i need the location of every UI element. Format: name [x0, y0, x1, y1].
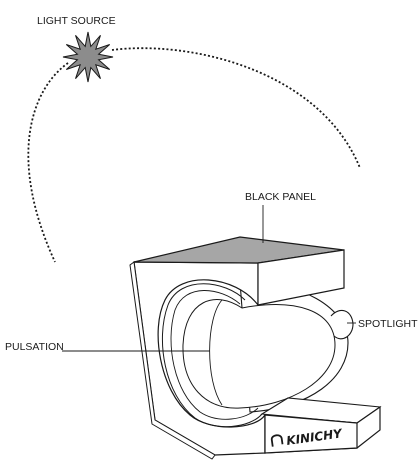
device-left-side — [129, 261, 216, 460]
light-path-arc — [27, 62, 69, 263]
black-panel-label: BLACK PANEL — [245, 191, 316, 203]
light-path-arc-right — [111, 47, 361, 169]
pulsation-dome — [182, 299, 336, 409]
inner-ring-inner — [170, 290, 259, 420]
device-front-frame — [133, 261, 266, 456]
star-burst-icon — [62, 31, 114, 83]
device: KINICHY — [129, 236, 382, 460]
spotlight-nub — [330, 309, 354, 340]
base-front-face — [264, 414, 358, 454]
black-panel-front — [257, 249, 345, 306]
pulsation-dome-edge — [209, 299, 223, 406]
spotlight-label: SPOTLIGHT — [358, 318, 418, 330]
brand-logo-mark — [270, 434, 284, 447]
light-source-label: LIGHT SOURCE — [37, 15, 116, 27]
inner-ring-outer — [162, 283, 263, 428]
pulsation-label: PULSATION — [5, 341, 64, 353]
